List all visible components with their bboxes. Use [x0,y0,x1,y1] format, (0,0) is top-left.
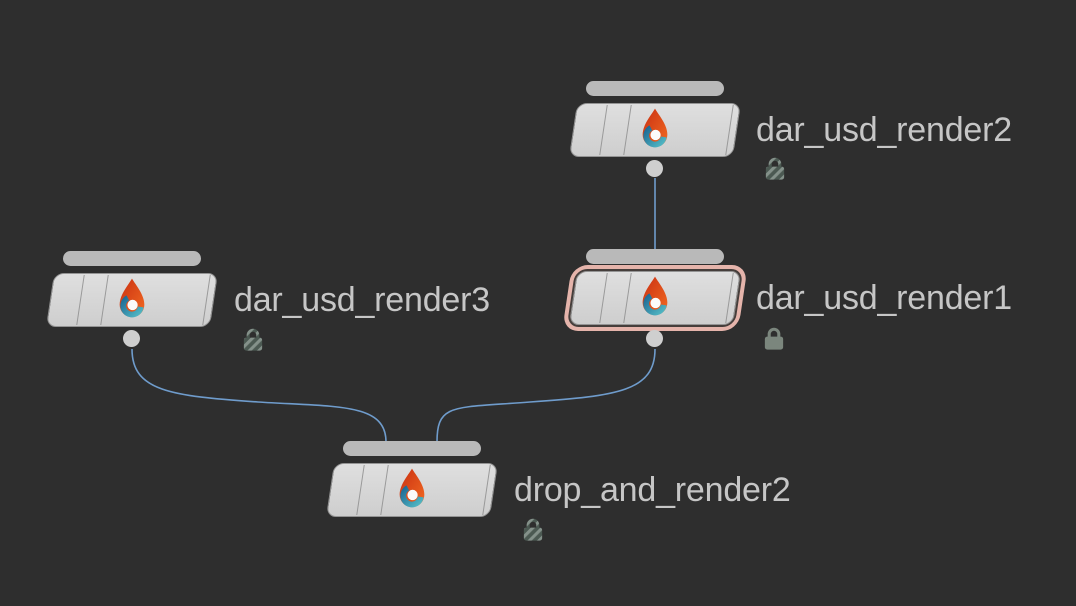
node-body[interactable] [325,463,499,517]
node-drop_and_render2[interactable] [325,441,499,517]
hda-locked-hatched-icon [242,327,264,352]
output-connector[interactable] [123,330,140,347]
node-body[interactable] [568,271,742,325]
input-connector-bar[interactable] [586,249,724,264]
node-flag-divider [725,105,734,155]
node-flag-divider [623,105,632,155]
node-flag-divider [100,275,109,325]
node-body[interactable] [45,273,219,327]
node-dar_usd_render1[interactable] [568,249,742,325]
node-flag-divider [623,273,632,323]
output-connector[interactable] [646,330,663,347]
drop-and-render-icon [393,467,431,513]
node-dar_usd_render3[interactable] [45,251,219,327]
drop-and-render-icon [113,277,151,323]
output-connector[interactable] [646,160,663,177]
node-dar_usd_render2[interactable] [568,81,742,157]
node-flag-divider [599,273,608,323]
node-flag-divider [725,273,734,323]
hda-locked-hatched-icon [764,156,786,181]
node-label[interactable]: dar_usd_render3 [234,281,490,319]
node-label[interactable]: dar_usd_render1 [756,279,1012,317]
wire-dar_usd_render1-to-drop_and_render2[interactable] [436,348,656,443]
node-flag-divider [76,275,85,325]
input-connector-bar[interactable] [343,441,481,456]
input-connector-bar[interactable] [63,251,201,266]
node-label[interactable]: dar_usd_render2 [756,111,1012,149]
hda-locked-hatched-icon [522,517,544,542]
hda-locked-solid-icon [763,326,785,351]
node-flag-divider [356,465,365,515]
node-flag-divider [482,465,491,515]
wire-dar_usd_render3-to-drop_and_render2[interactable] [131,348,387,443]
node-flag-divider [202,275,211,325]
drop-and-render-icon [636,275,674,321]
node-flag-divider [380,465,389,515]
drop-and-render-icon [636,107,674,153]
input-connector-bar[interactable] [586,81,724,96]
node-body[interactable] [568,103,742,157]
node-label[interactable]: drop_and_render2 [514,471,791,509]
node-flag-divider [599,105,608,155]
